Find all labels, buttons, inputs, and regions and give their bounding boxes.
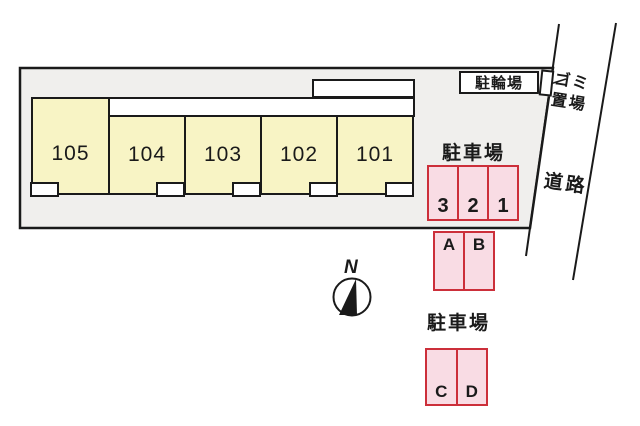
parking-stall-c: C <box>435 382 448 401</box>
unit-103: 103 <box>184 115 262 195</box>
road-edge-left <box>525 23 560 257</box>
compass-north-label: N <box>344 257 358 278</box>
entrance-unit-104 <box>156 182 185 197</box>
parking-stalls-cd: C D <box>425 348 488 406</box>
unit-103-label: 103 <box>203 143 243 166</box>
unit-101-label: 101 <box>355 143 395 166</box>
unit-104-label: 104 <box>127 143 167 166</box>
unit-105: 105 <box>31 97 110 195</box>
parking-label-front: 駐車場 <box>442 143 506 164</box>
parking-stall-1: 1 <box>487 167 517 219</box>
parking-stall-2: 2 <box>457 167 487 219</box>
entrance-unit-102 <box>309 182 338 197</box>
unit-102-label: 102 <box>279 143 319 166</box>
garbage-area-label: ゴミ 置場 <box>549 69 592 116</box>
walkway-strip-upper <box>312 79 415 98</box>
road-edge-right <box>572 22 617 281</box>
parking-stall-b: B <box>463 233 493 289</box>
entrance-unit-105 <box>30 182 59 197</box>
parking-stalls-ab: A B <box>433 231 495 291</box>
entrance-unit-101 <box>385 182 414 197</box>
parking-stalls-321: 3 2 1 <box>427 165 519 221</box>
entrance-unit-103 <box>232 182 261 197</box>
unit-101: 101 <box>336 115 414 195</box>
compass-needle-icon <box>339 279 357 315</box>
parking-stall-d: D <box>455 350 487 404</box>
parking-stall-3: 3 <box>437 195 449 217</box>
bicycle-parking-label: 駐輪場 <box>474 75 523 92</box>
bicycle-parking-box: 駐輪場 <box>459 71 539 94</box>
walkway-strip-lower <box>108 97 415 117</box>
parking-stall-a: A <box>442 235 456 254</box>
unit-105-label: 105 <box>51 142 90 165</box>
parking-label-rear: 駐車場 <box>427 313 491 334</box>
